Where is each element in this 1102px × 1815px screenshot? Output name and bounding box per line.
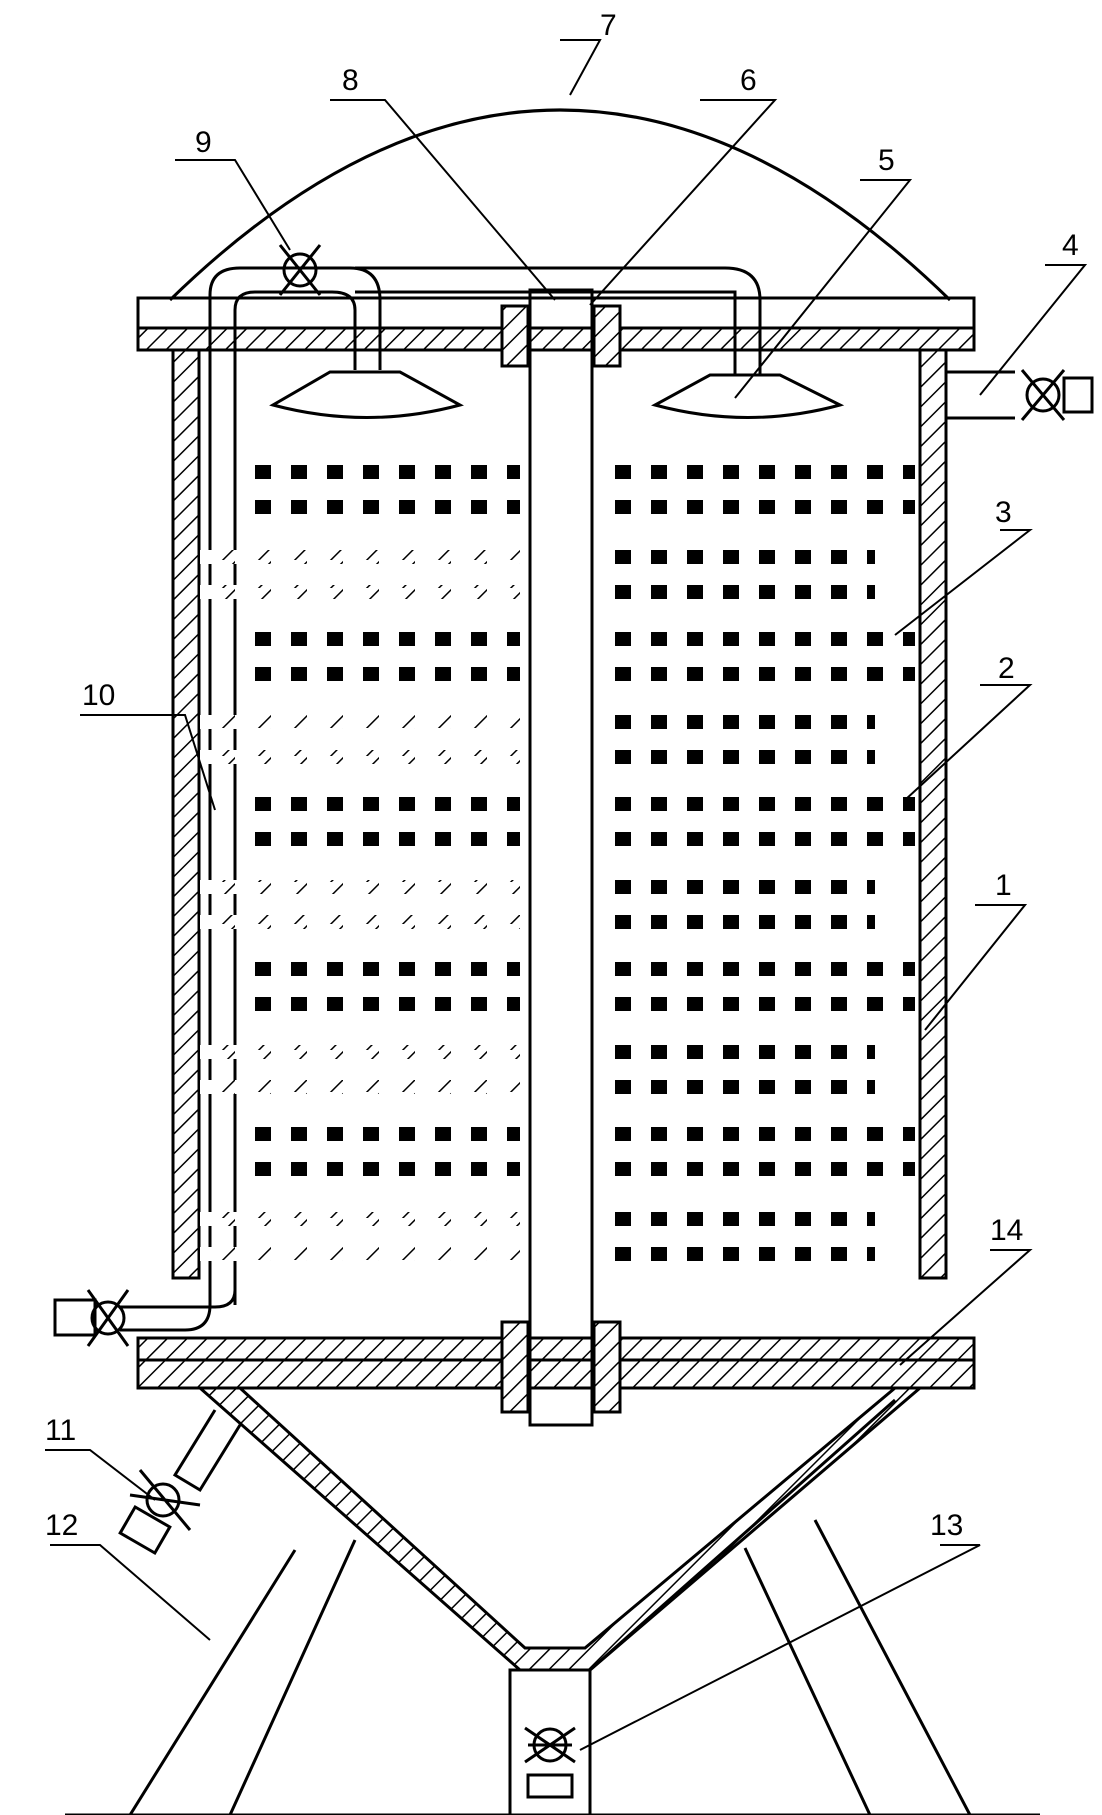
shaft-seal-bottom [500, 1320, 530, 1414]
leader-lines [45, 39, 1088, 1751]
bottom-valve [524, 1726, 576, 1799]
right-wall [918, 348, 948, 1280]
label-14: 14 [990, 1214, 1023, 1247]
side-outlet-valve [118, 1409, 242, 1556]
bottom-flange [136, 1336, 976, 1390]
label-6: 6 [740, 64, 757, 97]
label-8: 8 [342, 64, 359, 97]
right-outlet-valve [946, 369, 1094, 421]
label-10: 10 [82, 679, 115, 712]
label-5: 5 [878, 144, 895, 177]
label-11: 11 [45, 1414, 76, 1447]
trays [200, 465, 915, 1261]
label-12: 12 [45, 1509, 78, 1542]
recirculation-pipe [208, 266, 382, 1305]
label-7: 7 [600, 9, 617, 42]
label-4: 4 [1062, 229, 1079, 262]
bottom-outlet-pipe [508, 1668, 592, 1815]
top-plate [136, 326, 976, 352]
top-flange-outer [136, 296, 976, 330]
label-3: 3 [995, 496, 1012, 529]
label-2: 2 [998, 652, 1015, 685]
label-1: 1 [995, 869, 1012, 902]
left-wall [171, 348, 201, 1280]
support-legs [65, 1398, 1040, 1815]
label-9: 9 [195, 126, 212, 159]
spray-head-right [650, 373, 845, 419]
lower-left-valve [53, 1289, 130, 1347]
central-shaft [528, 288, 594, 1427]
top-valve [278, 244, 322, 296]
label-13: 13 [930, 1509, 963, 1542]
spray-head-left [269, 370, 464, 419]
cone-hopper [196, 1386, 925, 1672]
dome-cover [168, 108, 952, 302]
shaft-seal-top [500, 304, 530, 368]
